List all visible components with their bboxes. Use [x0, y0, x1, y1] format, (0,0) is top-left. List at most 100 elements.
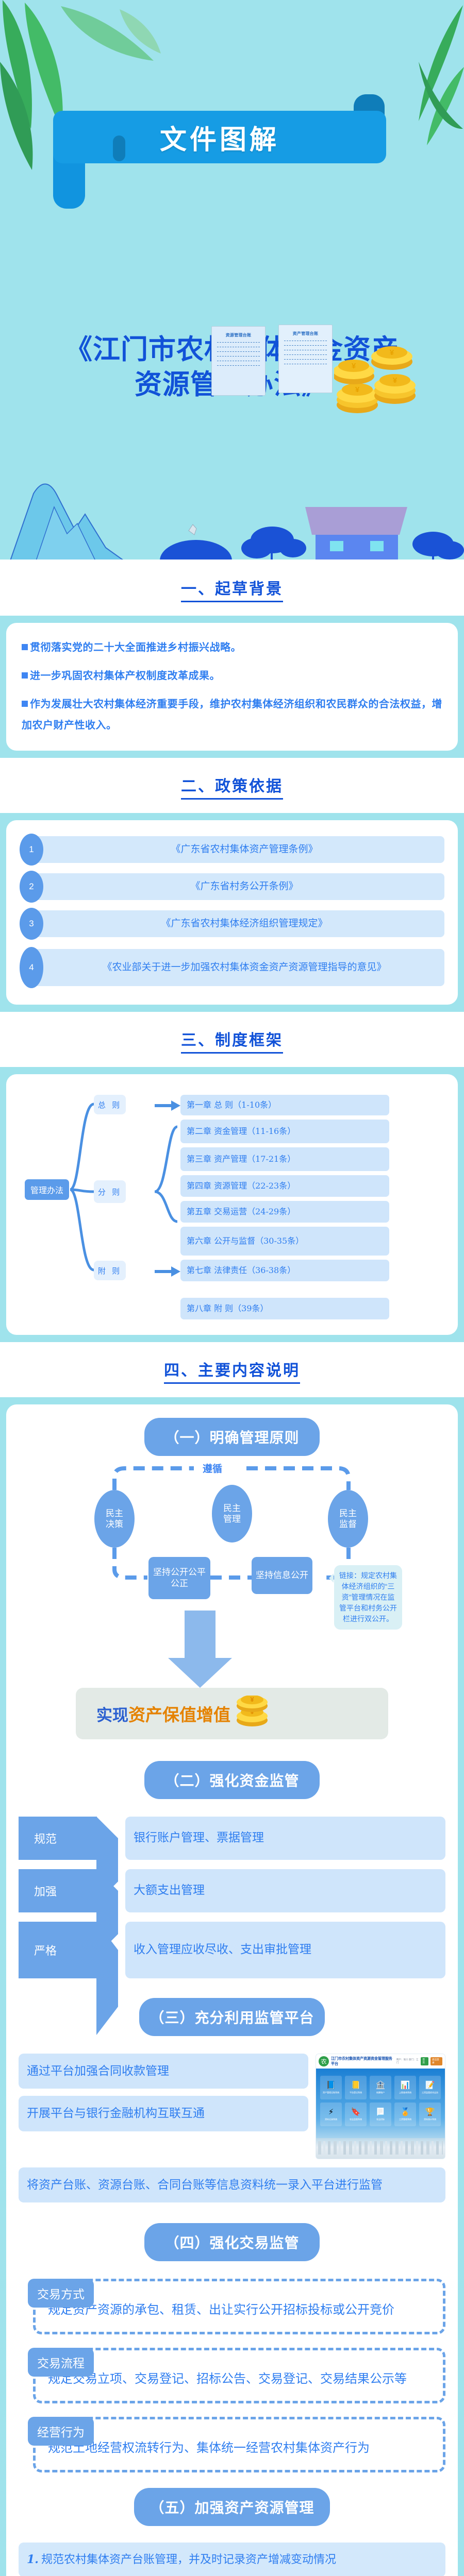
platform-tile[interactable]: 🏦结算账户	[370, 2076, 391, 2099]
platform-chip: 通过平台加强合同收款管理	[19, 2054, 308, 2089]
section-heading-policy: 二、政策依据	[0, 758, 464, 813]
bullet-square-icon	[22, 644, 28, 650]
framework-root-node: 管理办法	[25, 1179, 69, 1200]
principle-democratic-decision: 民主 决策	[94, 1490, 135, 1548]
goal-box: 实现 资产保值增值 ¥ ¥	[76, 1688, 388, 1739]
fund-tag: 严格	[19, 1922, 118, 2035]
transaction-tag: 交易方式	[28, 2279, 94, 2308]
background-band: 贯彻落实党的二十大全面推进乡村振兴战略。 进一步巩固农村集体产权制度改革成果。 …	[0, 616, 464, 758]
platform-section: 通过平台加强合同收款管理 开展平台与银行金融机构互联互通 农 江门市农村集体资产…	[19, 2054, 445, 2159]
platform-tile[interactable]: ⚡资料记录系统	[320, 2103, 342, 2126]
tile-label: 结算账户	[376, 2091, 385, 2094]
tile-icon: 📊	[400, 2080, 410, 2090]
asset-item-number: 1.	[27, 2553, 39, 2567]
goal-highlight: 资产保值增值	[128, 1705, 230, 1725]
ribbon-label: 文件图解	[159, 124, 279, 156]
policy-row: 4 《农业部关于进一步加强农村集体资金资产资源管理指导的意见》	[20, 945, 444, 990]
policy-text: 《农业部关于进一步加强农村集体资金资产资源管理指导的意见》	[32, 949, 444, 986]
framework-diagram: 管理办法 总 则 分 则 附 则 第一章 总 则（1-10条） 第二章 资金管理…	[16, 1083, 448, 1296]
policy-card: 1 《广东省农村集体资产管理条例》 2 《广东省村务公开条例》 3 《广东省农村…	[6, 820, 458, 1005]
framework-chapter-2: 第二章 资金管理（11-16条）	[180, 1120, 389, 1143]
policy-number: 3	[20, 908, 43, 940]
policy-text: 《广东省村务公开条例》	[32, 873, 444, 900]
platform-screenshot-meta: 用户：张三 部门：江门	[396, 2058, 419, 2064]
content-card: （一）明确管理原则 遵循 民主 决策 民主	[6, 1404, 458, 2576]
policy-number: 1	[20, 834, 43, 866]
section-title-1: 一、起草背景	[181, 576, 283, 602]
platform-tile[interactable]: 🏅三资管理系统	[394, 2103, 416, 2126]
platform-tile[interactable]: 📊上报查询系统	[394, 2076, 416, 2099]
platform-text-column: 通过平台加强合同收款管理 开展平台与银行金融机构互联互通	[19, 2054, 308, 2139]
platform-full-text: 将资产台账、资源台账、合同台账等信息资料统一录入平台进行监管	[19, 2167, 445, 2203]
platform-tile[interactable]: 🏆资料统计系统	[419, 2103, 441, 2126]
background-item: 贯彻落实党的二十大全面推进乡村振兴战略。	[22, 637, 442, 658]
subsection-title-1: （一）明确管理原则	[144, 1418, 320, 1456]
bullet-square-icon	[22, 672, 28, 679]
tile-label: 资料统计系统	[424, 2117, 436, 2121]
platform-screenshot-body: 📘资产管理记账系统 📒平台登记系统 🏦结算账户 📊上报查询系统 📝三资监管综合业…	[316, 2069, 445, 2159]
ribbon-banner: 文件图解	[0, 94, 464, 214]
section-heading-content: 四、主要内容说明	[0, 1342, 464, 1397]
tile-icon: 🏦	[375, 2080, 386, 2090]
principles-down-arrow-wrap	[19, 1611, 445, 1688]
framework-band: 管理办法 总 则 分 则 附 则 第一章 总 则（1-10条） 第二章 资金管理…	[0, 1067, 464, 1342]
asset-item-text: 规范农村集体资产台账管理，并及时记录资产增减变动情况	[41, 2553, 336, 2567]
bullet-square-icon	[22, 701, 28, 707]
policy-band: 1 《广东省农村集体资产管理条例》 2 《广东省村务公开条例》 3 《广东省农村…	[0, 813, 464, 1012]
platform-screenshot-header: 农 江门市农村集体资产资源资金管理服务平台 用户：张三 部门：江门 首页 退出登…	[316, 2054, 445, 2069]
platform-chip: 开展平台与银行金融机构互联互通	[19, 2096, 308, 2131]
policy-text: 《广东省农村集体经济组织管理规定》	[32, 910, 444, 937]
platform-tile-grid: 📘资产管理记账系统 📒平台登记系统 🏦结算账户 📊上报查询系统 📝三资监管综合业…	[320, 2076, 441, 2126]
transaction-group: 交易流程 规定交易立项、交易登记、招标公告、交易登记、交易结果公示等	[19, 2348, 445, 2404]
platform-logo-icon: 农	[319, 2056, 329, 2066]
framework-card: 管理办法 总 则 分 则 附 则 第一章 总 则（1-10条） 第二章 资金管理…	[6, 1074, 458, 1335]
framework-connectors-icon	[69, 1100, 180, 1277]
transaction-group: 经营行为 规范土地经营权流转行为、集体统一经营农村集体资产行为	[19, 2417, 445, 2473]
policy-number: 4	[20, 947, 43, 988]
tile-icon: 📝	[425, 2080, 435, 2090]
transaction-groups: 交易方式 规定资产资源的承包、租赁、出让实行公开招标投标或公开竞价 交易流程 规…	[19, 2279, 445, 2473]
platform-screenshot-title: 江门市农村集体资产资源资金管理服务平台	[331, 2056, 392, 2066]
transaction-text: 规范土地经营权流转行为、集体统一经营农村集体资产行为	[33, 2417, 445, 2473]
tile-icon: 📒	[351, 2080, 361, 2090]
principles-diagram: 遵循 民主 决策 民主 管理 民主 监督 坚持公开公平公正 坚持信息公开 链接：…	[19, 1456, 445, 1630]
subsection-title-3: （三）充分利用监管平台	[139, 1998, 325, 2036]
framework-chapter-7: 第七章 法律责任（36-38条）	[180, 1260, 389, 1281]
platform-logout-button[interactable]: 退出登录	[430, 2057, 442, 2065]
policy-row: 2 《广东省村务公开条例》	[20, 871, 444, 903]
section-title-2: 二、政策依据	[181, 773, 283, 800]
asset-management-list: 1.规范农村集体资产台账管理，并及时记录资产增减变动情况 2.资产处置应经理事机…	[19, 2543, 445, 2576]
platform-tile[interactable]: 🔖农业监管系统	[345, 2103, 367, 2126]
hero-scene: 资源管理台账 资产管理台账 ¥	[0, 325, 464, 561]
framework-chapter-6: 第六章 公开与监督（30-35条）	[180, 1227, 389, 1256]
platform-screenshot[interactable]: 农 江门市农村集体资产资源资金管理服务平台 用户：张三 部门：江门 首页 退出登…	[316, 2054, 445, 2159]
principle-democratic-management: 民主 管理	[212, 1485, 252, 1543]
content-band: （一）明确管理原则 遵循 民主 决策 民主	[0, 1397, 464, 2576]
tile-icon: ⚡	[328, 2107, 334, 2116]
platform-tile[interactable]: 📃农业招标	[370, 2103, 391, 2126]
background-card: 贯彻落实党的二十大全面推进乡村振兴战略。 进一步巩固农村集体产权制度改革成果。 …	[6, 623, 458, 751]
fund-text: 大额支出管理	[125, 1869, 445, 1912]
tile-label: 三资监管综合业务	[422, 2091, 438, 2094]
svg-text:¥: ¥	[393, 376, 397, 385]
section-heading-background: 一、起草背景	[0, 561, 464, 616]
svg-text:¥: ¥	[250, 1696, 254, 1703]
goal-prefix: 实现	[96, 1706, 128, 1725]
hero-section: 文件图解 《江门市农村集体资金资产 资源管理办法》 资源管理台账 资产管理台账	[0, 0, 464, 561]
platform-tile[interactable]: 📝三资监管综合业务	[419, 2076, 441, 2099]
fund-text: 银行账户管理、票据管理	[125, 1817, 445, 1860]
principles-callout: 链接：规定农村集体经济组织的“三资”管理情况在监管平台和村务公开栏进行双公开。	[329, 1565, 402, 1630]
platform-home-button[interactable]: 首页	[421, 2057, 428, 2065]
framework-chapter-3: 第三章 资产管理（17-21条）	[180, 1147, 389, 1171]
ledger-resource-title: 资源管理台账	[225, 333, 252, 337]
platform-tile[interactable]: 📒平台登记系统	[345, 2076, 367, 2099]
platform-tile[interactable]: 📘资产管理记账系统	[320, 2076, 342, 2099]
tile-icon: 📃	[375, 2107, 386, 2116]
transaction-text: 规定交易立项、交易登记、招标公告、交易登记、交易结果公示等	[33, 2348, 445, 2404]
tile-label: 资料记录系统	[325, 2117, 337, 2121]
tile-icon: 🔖	[351, 2107, 361, 2116]
transaction-text: 规定资产资源的承包、租赁、出让实行公开招标投标或公开竞价	[33, 2279, 445, 2335]
fund-supervision-list: 规范 银行账户管理、票据管理 加强 大额支出管理 严格 收入管理应收尽收、支出审…	[19, 1817, 445, 2035]
fund-row: 规范 银行账户管理、票据管理	[19, 1817, 445, 1903]
transaction-group: 交易方式 规定资产资源的承包、租赁、出让实行公开招标投标或公开竞价	[19, 2279, 445, 2335]
